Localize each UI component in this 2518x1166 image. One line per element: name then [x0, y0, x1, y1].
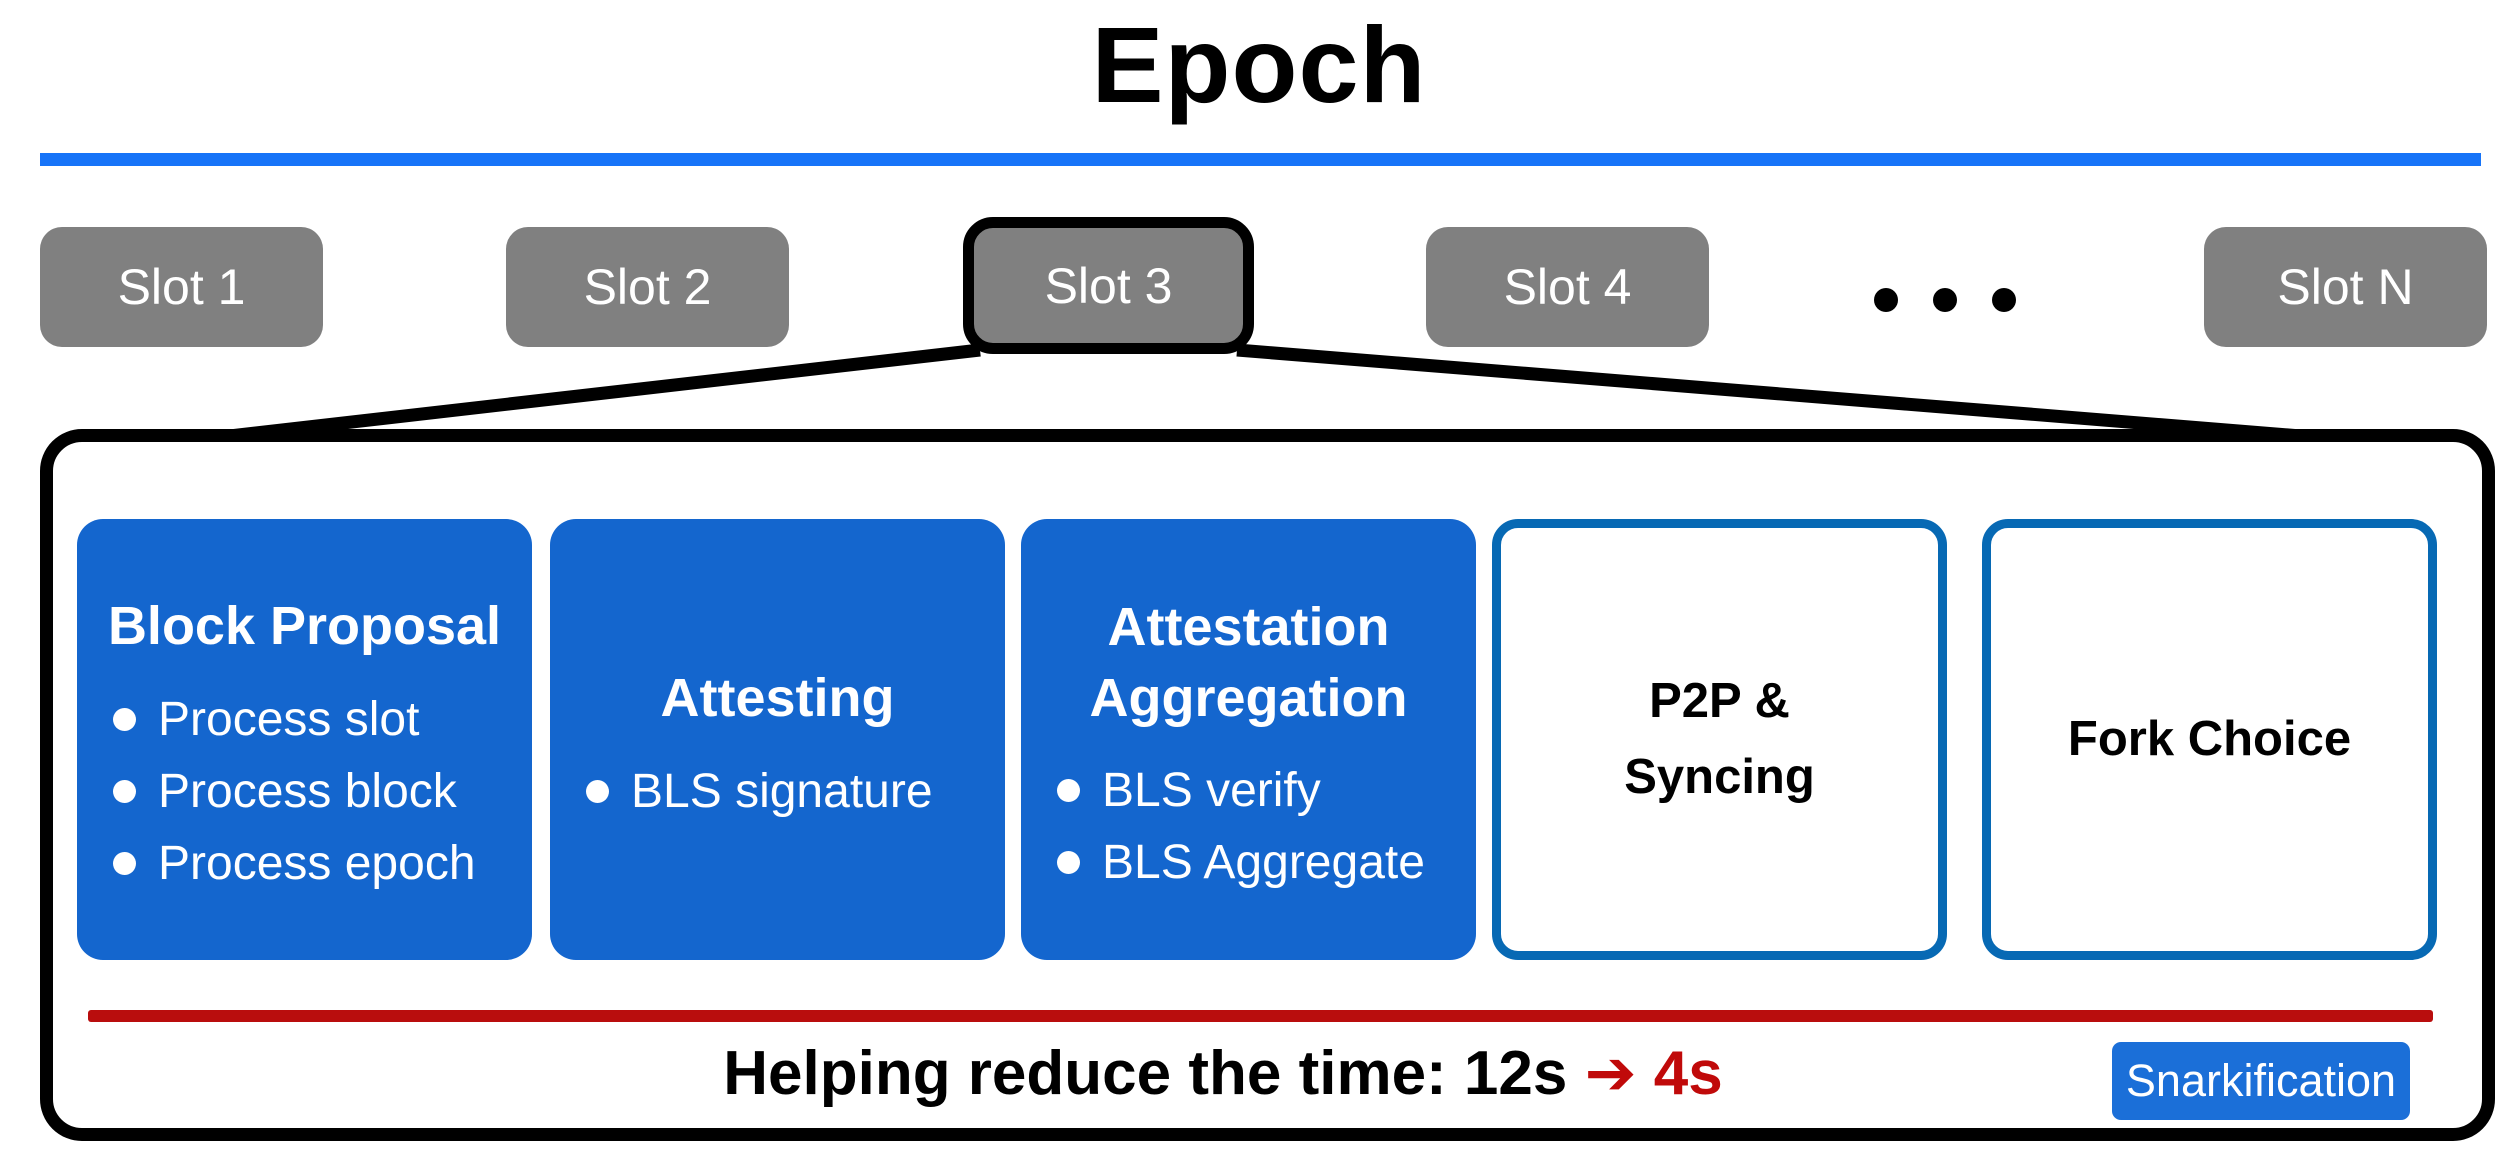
footer-caption-highlight: ➔ 4s — [1584, 1039, 1723, 1108]
slot-pill-3-selected: Slot 3 — [963, 217, 1254, 354]
ellipsis-icon — [1874, 288, 2016, 312]
epoch-underline — [40, 153, 2481, 166]
phase-bullet-list: Process slot Process block Process epoch — [77, 672, 532, 888]
slot-pill-4: Slot 4 — [1426, 227, 1709, 347]
page-title: Epoch — [1091, 4, 1427, 125]
bullet-text: BLS signature — [631, 764, 933, 818]
bullet-item: Process epoch — [113, 836, 522, 890]
bullet-item: Process slot — [113, 692, 522, 746]
ellipsis-dot — [1933, 288, 1957, 312]
phase-bullet-list: BLS verify BLS Aggregate — [1021, 743, 1476, 887]
phase-title: Fork Choice — [2067, 711, 2352, 766]
ellipsis-dot — [1874, 288, 1898, 312]
phase-title: Attesting — [660, 668, 895, 729]
phase-card-fork-choice: Fork Choice — [1982, 519, 2437, 960]
phase-title: P2P & Syncing — [1624, 673, 1815, 804]
slot-label: Slot 4 — [1503, 259, 1632, 315]
bullet-dot-icon — [1057, 851, 1080, 875]
bullet-item: BLS signature — [586, 764, 995, 818]
phase-card-block-proposal: Block Proposal Process slot Process bloc… — [77, 519, 532, 960]
badge-label: Snarkification — [2125, 1055, 2397, 1106]
slot-pill-n: Slot N — [2204, 227, 2487, 347]
bullet-item: Process block — [113, 764, 522, 818]
slot-label: Slot N — [2277, 259, 2414, 315]
bullet-dot-icon — [1057, 779, 1080, 803]
footer-caption-black: Helping reduce the time: 12s — [723, 1039, 1585, 1108]
phase-title: Attestation Aggregation — [1089, 597, 1408, 728]
slot-label: Slot 2 — [583, 259, 712, 315]
bullet-dot-icon — [113, 780, 136, 804]
bullet-item: BLS verify — [1057, 763, 1466, 817]
phase-title: Block Proposal — [107, 596, 502, 657]
bullet-item: BLS Aggregate — [1057, 835, 1466, 889]
phase-bullet-list: BLS signature — [550, 744, 1005, 816]
bullet-dot-icon — [586, 780, 609, 804]
timeline-red-line — [88, 1010, 2433, 1022]
phase-card-p2p-syncing: P2P & Syncing — [1492, 519, 1947, 960]
bullet-text: BLS verify — [1102, 763, 1321, 817]
slot-pill-2: Slot 2 — [506, 227, 789, 347]
bullet-dot-icon — [113, 852, 136, 876]
footer-caption: Helping reduce the time: 12s ➔ 4s — [0, 1036, 2446, 1109]
bullet-text: Process slot — [158, 692, 420, 746]
bullet-text: BLS Aggregate — [1102, 835, 1425, 889]
ellipsis-dot — [1992, 288, 2016, 312]
slot-pill-1: Slot 1 — [40, 227, 323, 347]
slot-label: Slot 3 — [1044, 257, 1173, 314]
slot-label: Slot 1 — [117, 259, 246, 315]
snarkification-badge: Snarkification — [2112, 1042, 2410, 1120]
bullet-dot-icon — [113, 708, 136, 732]
phase-card-attestation-aggregation: Attestation Aggregation BLS verify BLS A… — [1021, 519, 1476, 960]
bullet-text: Process epoch — [158, 836, 476, 890]
phase-card-attesting: Attesting BLS signature — [550, 519, 1005, 960]
bullet-text: Process block — [158, 764, 457, 818]
